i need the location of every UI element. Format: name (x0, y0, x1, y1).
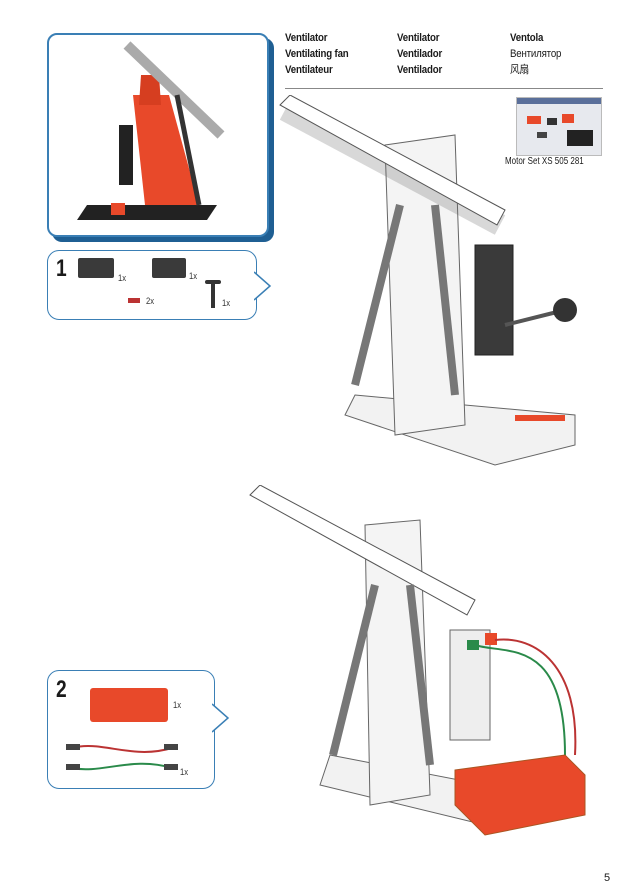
title-zh: 风扇 (510, 64, 530, 76)
battery-box-part (90, 688, 168, 722)
motor-qty: 1x (118, 273, 127, 283)
step-2-assembly-image (249, 485, 586, 836)
title-it: Ventola (510, 32, 544, 44)
connector-qty: 2x (146, 296, 155, 306)
title-en: Ventilating fan (285, 48, 349, 60)
title-nl: Ventilator (397, 32, 440, 44)
page-number: 5 (604, 872, 611, 884)
axle-shaft (211, 283, 215, 308)
gearbox-part (152, 258, 186, 278)
battery-box-qty: 1x (173, 700, 182, 710)
finished-model-image (77, 41, 225, 220)
step-1-number: 1 (56, 255, 67, 282)
title-pt: Ventilador (397, 64, 443, 76)
step-1-assembly-image (279, 95, 577, 466)
kit-label: Motor Set XS 505 281 (505, 156, 584, 167)
bubble-pointer-2 (212, 703, 230, 733)
title-es: Ventilador (397, 48, 443, 60)
axle-qty: 1x (222, 298, 231, 308)
header-divider (285, 88, 603, 89)
motor-part (78, 258, 114, 278)
connector-part (128, 298, 140, 303)
finished-model-box (47, 33, 269, 237)
gearbox-qty: 1x (189, 271, 198, 281)
title-fr: Ventilateur (285, 64, 333, 76)
step-2-number: 2 (56, 676, 67, 703)
axle-part (205, 280, 221, 284)
title-col-1: Ventilator Ventilating fan Ventilateur (285, 30, 349, 78)
title-col-2: Ventilator Ventilador Ventilador (397, 30, 442, 78)
title-ru: Вентилятор (510, 48, 562, 60)
title-col-3: Ventola Вентилятор 风扇 (510, 30, 561, 78)
cable-qty: 1x (180, 767, 189, 777)
bubble-pointer (254, 271, 272, 301)
title-de: Ventilator (285, 32, 328, 44)
cable-part (66, 744, 178, 771)
kit-box-image (516, 97, 602, 156)
